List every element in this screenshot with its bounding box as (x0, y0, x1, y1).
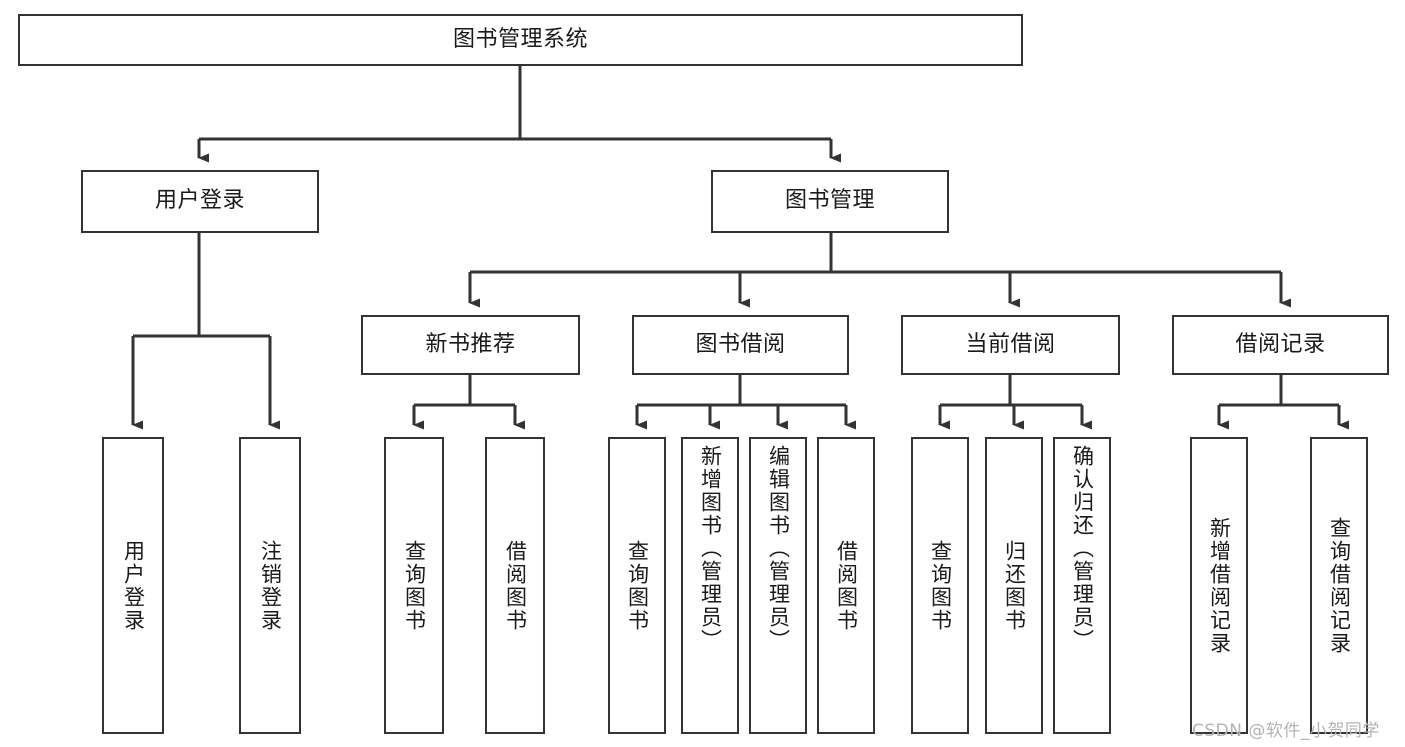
node-leaf-query-book-2-label: 查询图书 (625, 539, 650, 632)
node-new-book-recommend[interactable]: 新书推荐 (361, 315, 580, 375)
node-leaf-borrow-book-2-label: 借阅图书 (834, 539, 859, 632)
node-book-borrow[interactable]: 图书借阅 (632, 315, 849, 375)
node-book-manage-label: 图书管理 (784, 188, 875, 214)
node-leaf-query-book-3[interactable]: 查询图书 (911, 437, 969, 734)
node-leaf-query-book-1[interactable]: 查询图书 (384, 437, 444, 734)
node-root[interactable]: 图书管理系统 (18, 14, 1023, 66)
node-leaf-return-book-label: 归还图书 (1002, 539, 1027, 632)
node-leaf-user-login-label: 用户登录 (121, 539, 146, 632)
node-leaf-borrow-book-1[interactable]: 借阅图书 (485, 437, 545, 734)
csdn-watermark: CSDN @软件_小贺同学 (1192, 721, 1380, 741)
node-leaf-query-book-3-label: 查询图书 (928, 539, 953, 632)
node-leaf-confirm-return-label: 确认归还（管理员） (1070, 445, 1095, 652)
node-borrow-record[interactable]: 借阅记录 (1172, 315, 1389, 375)
node-leaf-add-record[interactable]: 新增借阅记录 (1190, 437, 1248, 734)
node-leaf-return-book[interactable]: 归还图书 (985, 437, 1043, 734)
node-leaf-query-book-2[interactable]: 查询图书 (608, 437, 666, 734)
node-leaf-query-book-1-label: 查询图书 (402, 539, 427, 632)
node-leaf-borrow-book-1-label: 借阅图书 (503, 539, 528, 632)
node-leaf-edit-book[interactable]: 编辑图书（管理员） (749, 437, 807, 734)
node-leaf-borrow-book-2[interactable]: 借阅图书 (817, 437, 875, 734)
node-user-login-label: 用户登录 (154, 188, 245, 214)
node-book-manage[interactable]: 图书管理 (711, 170, 949, 233)
node-root-label: 图书管理系统 (452, 26, 588, 52)
node-leaf-confirm-return[interactable]: 确认归还（管理员） (1053, 437, 1111, 734)
node-current-borrow-label: 当前借阅 (965, 331, 1056, 357)
node-leaf-logout[interactable]: 注销登录 (239, 437, 301, 734)
node-book-borrow-label: 图书借阅 (695, 331, 786, 357)
node-leaf-query-record[interactable]: 查询借阅记录 (1310, 437, 1368, 734)
node-new-book-recommend-label: 新书推荐 (425, 331, 516, 357)
node-leaf-add-book-label: 新增图书（管理员） (698, 445, 723, 652)
node-leaf-add-book[interactable]: 新增图书（管理员） (681, 437, 739, 734)
node-current-borrow[interactable]: 当前借阅 (901, 315, 1120, 375)
node-leaf-logout-label: 注销登录 (258, 539, 283, 632)
node-leaf-add-record-label: 新增借阅记录 (1207, 516, 1232, 655)
node-leaf-query-record-label: 查询借阅记录 (1327, 516, 1352, 655)
node-leaf-user-login[interactable]: 用户登录 (102, 437, 164, 734)
node-user-login[interactable]: 用户登录 (81, 170, 319, 233)
node-leaf-edit-book-label: 编辑图书（管理员） (766, 445, 791, 652)
node-borrow-record-label: 借阅记录 (1235, 331, 1326, 357)
